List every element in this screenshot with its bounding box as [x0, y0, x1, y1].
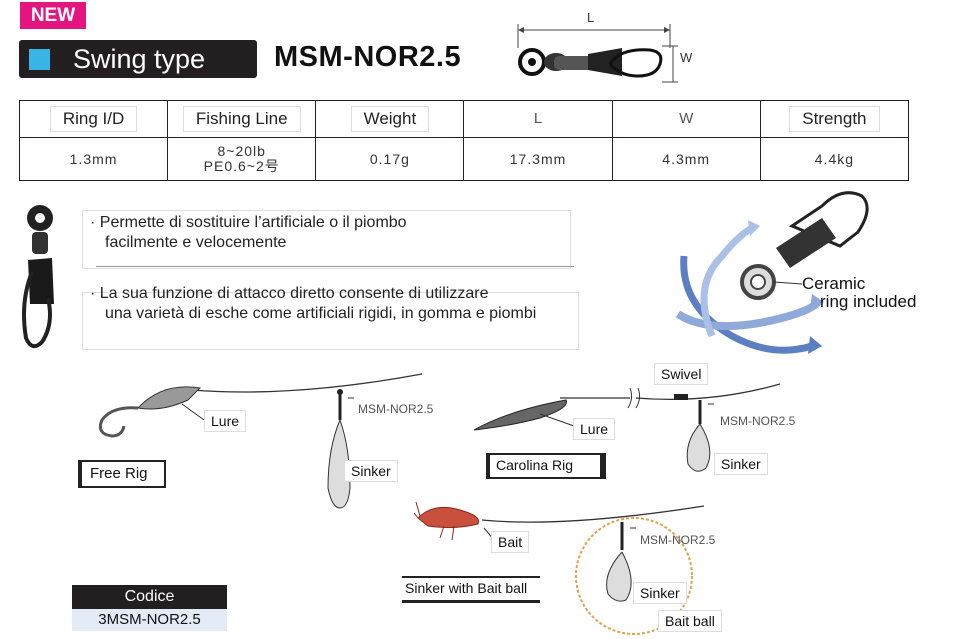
- bait-sinker-label: Sinker: [633, 582, 687, 604]
- header-weight: Weight: [350, 106, 430, 132]
- free-lure-label: Lure: [204, 410, 247, 432]
- header-ring-id: Ring I/D: [49, 106, 138, 132]
- bullet-dot: ·: [90, 285, 100, 302]
- value-w: 4.3mm: [611, 137, 761, 181]
- carolina-swivel-label: Swivel: [654, 363, 709, 385]
- ceramic-note: Ceramic ring included: [802, 275, 916, 311]
- carolina-rig-title-box: Carolina Rig: [486, 453, 606, 479]
- bait-rig-title-box: Sinker with Bait ball: [402, 576, 540, 603]
- spec-header-row: Ring I/D Fishing Line Weight L W Strengt…: [18, 100, 910, 138]
- bait-model-label: MSM-NOR2.5: [640, 533, 716, 547]
- value-strength: 4.4kg: [759, 137, 910, 181]
- value-weight: 0.17g: [315, 137, 465, 181]
- swing-illustration: [675, 191, 869, 354]
- codice-value: 3MSM-NOR2.5: [72, 609, 227, 631]
- carolina-rig-drawing: [473, 383, 781, 472]
- value-ring-id: 1.3mm: [18, 137, 169, 181]
- type-label: Swing type: [73, 44, 206, 74]
- ceramic-line-1: Ceramic: [802, 274, 866, 293]
- feature-2-line-2: una varietà di esche come artificiali ri…: [105, 305, 537, 322]
- carolina-sinker-label: Sinker: [714, 453, 768, 475]
- feature-box-2: [82, 292, 579, 350]
- value-line-pe: PE0.6~2号: [203, 158, 280, 174]
- model-title: MSM-NOR2.5: [274, 41, 462, 73]
- carolina-rig-title: Carolina Rig: [496, 457, 574, 473]
- feature-divider: [96, 266, 574, 267]
- product-image: [22, 205, 54, 349]
- value-l: 17.3mm: [463, 137, 613, 181]
- bait-label: Bait: [491, 531, 530, 553]
- feature-2: · La sua funzione di attacco diretto con…: [90, 284, 536, 324]
- header-l: L: [533, 110, 543, 127]
- feature-1: · Permette di sostituire l’artificiale o…: [90, 213, 407, 253]
- carolina-lure-label: Lure: [573, 418, 616, 440]
- bullet-dot: ·: [90, 214, 100, 231]
- feature-1-line-1: Permette di sostituire l’artificiale o i…: [99, 214, 407, 231]
- feature-1-line-2: facilmente e velocemente: [105, 234, 287, 251]
- dim-w-label: W: [680, 50, 693, 65]
- ceramic-line-2: ring included: [820, 292, 917, 311]
- header-strength: Strength: [789, 106, 880, 132]
- dimension-diagram: [517, 24, 678, 83]
- dim-l-label: L: [587, 10, 595, 25]
- bait-rig-drawing: [414, 501, 705, 635]
- feature-2-line-1: La sua funzione di attacco diretto conse…: [99, 285, 489, 302]
- free-rig-title-box: Free Rig: [78, 460, 166, 488]
- header-w: W: [679, 110, 694, 127]
- bait-rig-title: Sinker with Bait ball: [405, 580, 528, 596]
- free-rig-drawing: [98, 373, 423, 509]
- free-model-label: MSM-NOR2.5: [358, 402, 434, 416]
- new-badge: NEW: [20, 2, 86, 29]
- codice-label: Codice: [72, 585, 227, 609]
- spec-table: Ring I/D Fishing Line Weight L W Strengt…: [18, 100, 910, 181]
- free-sinker-label: Sinker: [344, 460, 398, 482]
- carolina-model-label: MSM-NOR2.5: [720, 414, 796, 428]
- free-rig-title: Free Rig: [90, 465, 148, 482]
- bait-ball-label: Bait ball: [658, 610, 722, 632]
- type-square-icon: [29, 49, 50, 70]
- feature-box-1: [82, 210, 571, 269]
- header-fishing-line: Fishing Line: [182, 106, 301, 132]
- value-line-mono: 8~20lb: [217, 143, 266, 159]
- type-banner: Swing type: [19, 40, 257, 78]
